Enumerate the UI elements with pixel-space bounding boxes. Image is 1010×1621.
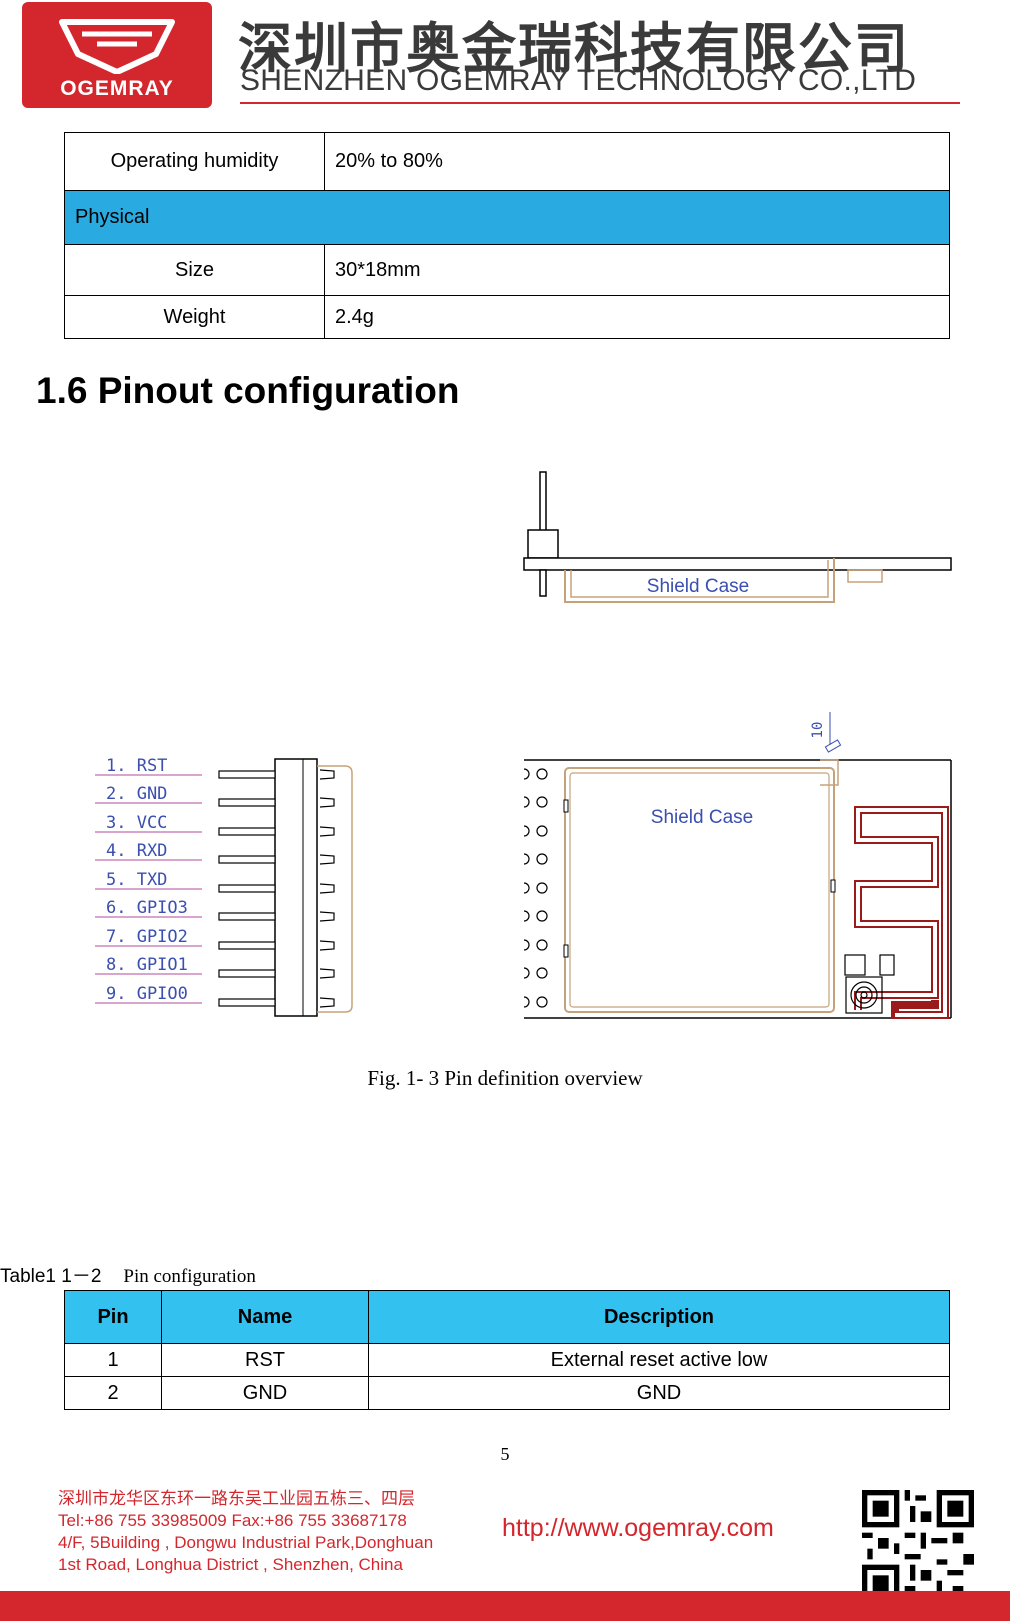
- page-number: 5: [500, 1444, 510, 1464]
- pin-table: Pin Name Description 1 RST External rese…: [64, 1290, 950, 1410]
- weight-label: Weight: [64, 295, 325, 339]
- header-name: Name: [161, 1290, 369, 1344]
- pinout-diagram: Shield Case 1. RST 2. GND 3. VCC 4. RXD …: [95, 471, 952, 1019]
- shield-case-label-side: Shield Case: [647, 576, 749, 597]
- cell-description: GND: [368, 1376, 950, 1410]
- footer-address: 深圳市龙华区东环一路东吴工业园五栋三、四层 Tel:+86 755 339850…: [58, 1488, 433, 1576]
- address-en-2: 1st Road, Longhua District , Shenzhen, C…: [58, 1555, 403, 1574]
- qr-code-icon: [862, 1490, 974, 1602]
- pin-label-2: 2. GND: [95, 784, 202, 804]
- module-top-view: Shield Case 10: [523, 712, 952, 1019]
- footer-band: [0, 1591, 1010, 1621]
- table-number: Table1 1－2: [0, 1266, 102, 1287]
- pin-label-4: 4. RXD: [95, 841, 202, 861]
- pin-header-body: [527, 529, 559, 559]
- svg-text:8. GPIO1: 8. GPIO1: [106, 955, 188, 975]
- cell-description: External reset active low: [368, 1343, 950, 1377]
- pin-label-8: 8. GPIO1: [95, 955, 202, 975]
- pin-label-7: 7. GPIO2: [95, 927, 202, 947]
- cell-pin: 1: [64, 1343, 162, 1377]
- shield-case-label-top: Shield Case: [651, 807, 753, 828]
- ipex-connector: [844, 954, 895, 1014]
- weight-value: 2.4g: [324, 295, 950, 339]
- address-en-1: 4/F, 5Building , Dongwu Industrial Park,…: [58, 1533, 434, 1552]
- address-cn: 深圳市龙华区东环一路东吴工业园五栋三、四层: [58, 1489, 415, 1508]
- table-row: 2 GND GND: [64, 1376, 950, 1410]
- spec-table: Operating humidity 20% to 80% Physical S…: [64, 132, 950, 339]
- pin-label-3: 3. VCC: [95, 813, 202, 833]
- pin-label-5: 5. TXD: [95, 870, 202, 890]
- svg-text:9. GPIO0: 9. GPIO0: [106, 984, 188, 1004]
- table-title: Pin configuration: [123, 1266, 256, 1287]
- pin-label-9: 9. GPIO0: [95, 984, 202, 1004]
- pin-header-bottom: [539, 569, 547, 597]
- figure-caption: Fig. 1- 3 Pin definition overview: [367, 1066, 643, 1090]
- page-footer: 深圳市龙华区东环一路东吴工业园五栋三、四层 Tel:+86 755 339850…: [0, 1474, 1010, 1621]
- table-row: Weight 2.4g: [64, 295, 950, 339]
- shield-case-outline: [564, 558, 835, 603]
- brand-name: OGEMRAY: [60, 77, 174, 100]
- pad-row: [536, 768, 548, 1008]
- shield-case-top: [564, 767, 835, 1013]
- header-divider: [240, 102, 960, 104]
- table-header-row: Pin Name Description: [64, 1290, 950, 1344]
- header-pin: Pin: [64, 1290, 162, 1344]
- pin-label-list: 1. RST 2. GND 3. VCC 4. RXD 5. TXD 6. GP…: [95, 756, 202, 1004]
- header-description: Description: [368, 1290, 950, 1344]
- table-caption: Table1 1－2 Pin configuration: [0, 1261, 256, 1288]
- table-row: Operating humidity 20% to 80%: [64, 132, 950, 191]
- humidity-value: 20% to 80%: [324, 132, 950, 191]
- table-row: 1 RST External reset active low: [64, 1343, 950, 1377]
- svg-text:7. GPIO2: 7. GPIO2: [106, 927, 188, 947]
- svg-text:6. GPIO3: 6. GPIO3: [106, 898, 188, 918]
- cell-name: RST: [161, 1343, 369, 1377]
- gem-logo-icon: [59, 19, 175, 74]
- svg-text:4. RXD: 4. RXD: [106, 841, 167, 861]
- humidity-label: Operating humidity: [64, 132, 325, 191]
- tel-fax: Tel:+86 755 33985009 Fax:+86 755 3368717…: [58, 1511, 407, 1530]
- pin-header-front: [218, 758, 353, 1017]
- side-view: Shield Case: [523, 471, 952, 603]
- svg-text:5. TXD: 5. TXD: [106, 870, 167, 890]
- svg-text:1. RST: 1. RST: [106, 756, 167, 776]
- cell-pin: 2: [64, 1376, 162, 1410]
- pin-label-6: 6. GPIO3: [95, 898, 202, 918]
- section-physical: Physical: [64, 190, 950, 245]
- website-link[interactable]: http://www.ogemray.com: [502, 1514, 774, 1542]
- svg-text:3. VCC: 3. VCC: [106, 813, 167, 833]
- pcb-side: [523, 557, 952, 571]
- cell-name: GND: [161, 1376, 369, 1410]
- table-row: Size 30*18mm: [64, 244, 950, 296]
- pin-header-top: [539, 471, 547, 533]
- company-name-cn: 深圳市奥金瑞科技有限公司: [238, 17, 910, 80]
- section-row: Physical: [64, 190, 950, 245]
- company-logo: OGEMRAY: [22, 2, 212, 108]
- company-name-en: SHENZHEN OGEMRAY TECHNOLOGY CO.,LTD: [240, 64, 917, 97]
- size-value: 30*18mm: [324, 244, 950, 296]
- pin-label-1: 1. RST: [95, 756, 202, 776]
- marker-10: 10: [810, 722, 826, 739]
- svg-text:2. GND: 2. GND: [106, 784, 167, 804]
- section-title: 1.6 Pinout configuration: [36, 370, 460, 411]
- connector-side: [847, 569, 883, 583]
- size-label: Size: [64, 244, 325, 296]
